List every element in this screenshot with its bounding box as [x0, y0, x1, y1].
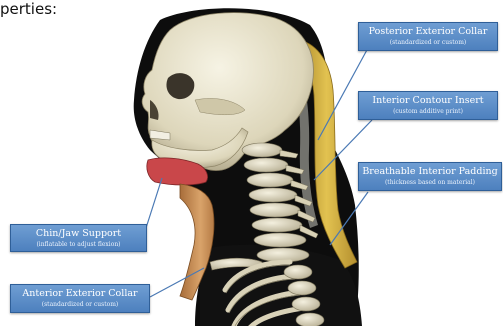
- callout-chin-jaw-support: Chin/Jaw Support (inflatable to adjust f…: [10, 224, 147, 252]
- callout-anterior-exterior-collar: Anterior Exterior Collar (standardized o…: [10, 284, 150, 313]
- callout-title: Interior Contour Insert: [359, 95, 497, 107]
- callout-title: Breathable Interior Padding: [359, 166, 501, 178]
- callout-breathable-interior-padding: Breathable Interior Padding (thickness b…: [358, 162, 502, 191]
- callout-subtitle: (custom additive print): [359, 107, 497, 116]
- callout-posterior-exterior-collar: Posterior Exterior Collar (standardized …: [358, 22, 498, 51]
- callout-subtitle: (standardized or custom): [11, 300, 149, 309]
- callout-interior-contour-insert: Interior Contour Insert (custom additive…: [358, 91, 498, 120]
- callout-subtitle: (inflatable to adjust flexion): [11, 240, 146, 249]
- callout-title: Posterior Exterior Collar: [359, 26, 497, 38]
- callout-title: Chin/Jaw Support: [11, 228, 146, 240]
- leader-line-chin: [146, 178, 162, 228]
- callout-subtitle: (standardized or custom): [359, 38, 497, 47]
- callout-subtitle: (thickness based on material): [359, 178, 501, 187]
- callout-title: Anterior Exterior Collar: [11, 288, 149, 300]
